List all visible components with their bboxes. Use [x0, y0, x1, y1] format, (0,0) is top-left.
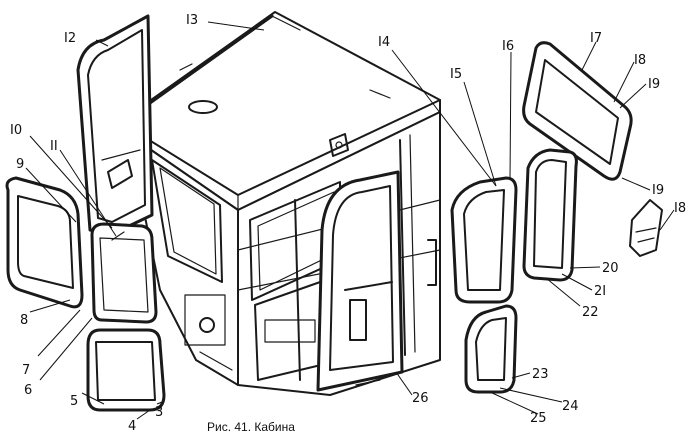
door-window [329, 185, 394, 371]
callout-6: 6 [24, 383, 32, 398]
callout-9: 9 [16, 157, 24, 172]
right-rear-window-inner [533, 159, 567, 269]
right-upper-glass [522, 41, 633, 181]
latch-fitting-detail [637, 237, 655, 243]
callout-18-upper: I8 [634, 53, 646, 68]
callout-4: 4 [128, 419, 136, 434]
left-lower-panel [184, 294, 226, 346]
latch-fitting [629, 199, 663, 257]
door-crossbar [344, 281, 393, 291]
callout-24: 24 [562, 399, 579, 414]
frame-post [294, 199, 301, 381]
cabin-door [316, 170, 404, 392]
roof-hatch [188, 100, 218, 114]
callout-10: I0 [10, 123, 22, 138]
callout-8: 8 [20, 313, 28, 328]
callout-20: 20 [602, 261, 619, 276]
callout-7: 7 [22, 363, 30, 378]
right-side-window-inner [463, 189, 505, 291]
callout-5: 5 [70, 394, 78, 409]
right-upper-glass-inner [535, 59, 619, 165]
left-side-window-inner [159, 167, 217, 275]
callout-19-upper: I9 [648, 77, 660, 92]
left-clip [111, 231, 125, 241]
left-side-window [151, 159, 223, 283]
right-side-window [450, 176, 518, 304]
roof-detail [179, 63, 193, 71]
roof-detail [369, 89, 391, 99]
seat-block [264, 319, 316, 343]
callout-15: I5 [450, 67, 462, 82]
callout-labels: I2 I3 I4 I5 I6 I7 I8 I9 I9 I8 I0 II 9 8 … [10, 13, 686, 434]
left-panel-knob [199, 317, 215, 333]
left-glass-lower [86, 328, 166, 412]
callout-25: 25 [530, 411, 547, 426]
callout-23: 23 [532, 367, 549, 382]
left-glass-upper-inner [99, 237, 149, 313]
rear-window-assembly [76, 14, 154, 237]
latch-fitting-detail [635, 227, 657, 233]
callout-12: I2 [64, 31, 76, 46]
callout-16: I6 [502, 39, 514, 54]
left-panel-line [199, 351, 233, 371]
right-rear-window [522, 148, 578, 282]
callout-13: I3 [186, 13, 198, 28]
right-small-window-inner [475, 317, 507, 381]
left-glass-lower-inner [95, 341, 156, 401]
leader-lines [25, 21, 675, 420]
left-outer-seal [5, 176, 84, 309]
frame-post [399, 139, 406, 356]
callout-19-lower: I9 [652, 183, 664, 198]
callout-18-lower: I8 [674, 201, 686, 216]
cabin-handle [427, 239, 437, 286]
left-glass-upper [90, 222, 158, 324]
rear-window-latch [107, 159, 133, 189]
roof-rib-end [271, 15, 301, 31]
callout-26: 26 [412, 391, 429, 406]
callout-3: 3 [155, 405, 163, 420]
door-hinge [355, 379, 381, 386]
cabin-emblem [329, 133, 349, 157]
callout-22: 22 [582, 305, 599, 320]
rear-window-rail [101, 149, 141, 161]
cabin-emblem-dot [335, 141, 343, 149]
callout-17: I7 [590, 31, 602, 46]
callout-14: I4 [378, 35, 390, 50]
door-lock [349, 299, 367, 341]
rear-window-glass [87, 29, 146, 223]
figure-caption: Рис. 41. Кабина [207, 420, 295, 434]
left-window-parts [5, 176, 166, 412]
callout-21: 2I [594, 284, 606, 299]
callout-11: II [50, 139, 58, 154]
right-window-parts [450, 41, 663, 394]
frame-post [409, 134, 416, 353]
door-frame [316, 170, 404, 392]
